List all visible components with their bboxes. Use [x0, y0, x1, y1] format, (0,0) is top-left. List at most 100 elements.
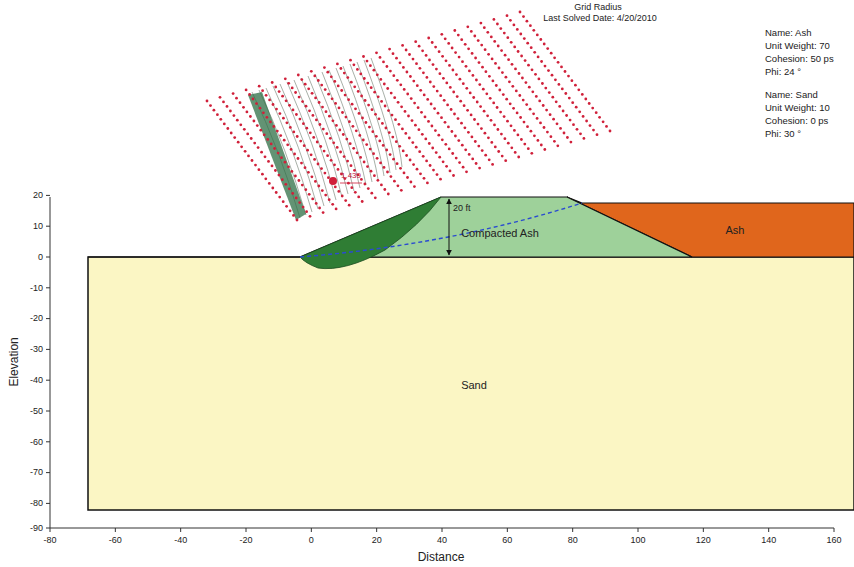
grid-dot	[473, 35, 476, 38]
grid-dot	[233, 114, 236, 117]
x-tick-label: -40	[174, 535, 187, 545]
grid-dot	[462, 82, 465, 85]
grid-dot	[456, 95, 459, 98]
grid-dot	[356, 151, 359, 154]
grid-dot	[349, 142, 352, 145]
slip-mass	[300, 197, 441, 269]
grid-dot	[513, 24, 516, 27]
grid-dot	[452, 91, 455, 94]
grid-dot	[284, 183, 287, 186]
factor-of-safety: 1.439	[341, 171, 361, 180]
grid-dot	[391, 114, 394, 117]
phreatic-line	[300, 203, 582, 257]
grid-dot	[411, 119, 414, 122]
grid-dot	[487, 53, 490, 56]
grid-dot	[283, 139, 286, 142]
grid-dot	[515, 90, 518, 93]
grid-dot	[380, 100, 383, 103]
grid-dot	[492, 102, 495, 105]
material-property: Unit Weight: 10	[765, 103, 830, 114]
grid-dot	[295, 197, 298, 200]
grid-dot	[364, 183, 367, 186]
grid-dot	[475, 79, 478, 82]
grid-dot	[404, 110, 407, 113]
x-tick-label: 60	[502, 535, 512, 545]
grid-dot	[477, 39, 480, 42]
material-property: Name: Ash	[765, 28, 811, 39]
grid-dot	[255, 102, 258, 105]
grid-dot	[388, 48, 391, 51]
grid-dot	[301, 100, 304, 103]
grid-dot	[582, 115, 585, 118]
grid-dot	[383, 83, 386, 86]
grid-dot	[518, 94, 521, 97]
grid-dot	[439, 94, 442, 97]
grid-dot	[410, 97, 413, 100]
grid-dot	[383, 166, 386, 169]
grid-dot	[488, 75, 491, 78]
grid-dot	[477, 123, 480, 126]
grid-dot	[557, 61, 560, 64]
grid-dot	[530, 130, 533, 133]
grid-dot	[530, 46, 533, 49]
grid-dot	[377, 95, 380, 98]
grid-dot	[244, 150, 247, 153]
grid-dot	[525, 81, 528, 84]
material-property: Name: Sand	[765, 90, 818, 101]
grid-dot	[274, 86, 277, 89]
grid-dot	[297, 74, 300, 77]
grid-dot	[338, 129, 341, 132]
grid-dot	[365, 121, 368, 124]
grid-dot	[350, 164, 353, 167]
grid-dot	[419, 67, 422, 70]
grid-dot	[570, 141, 573, 144]
grid-dot	[304, 188, 307, 191]
grid-dot	[312, 136, 315, 139]
grid-dot	[366, 165, 369, 168]
grid-dot	[553, 140, 556, 143]
grid-dot	[390, 92, 393, 95]
grid-dot	[384, 105, 387, 108]
grid-dot	[592, 129, 595, 132]
grid-dot	[370, 86, 373, 89]
grid-dot	[363, 161, 366, 164]
grid-dot	[556, 122, 559, 125]
grid-dot	[488, 158, 491, 161]
grid-dot	[337, 85, 340, 88]
tick	[246, 528, 247, 532]
grid-dot	[526, 42, 529, 45]
grid-dot	[408, 53, 411, 56]
grid-dot	[303, 144, 306, 147]
grid-dot	[288, 104, 291, 107]
grid-dot	[373, 69, 376, 72]
grid-dot	[546, 47, 549, 50]
grid-dot	[484, 132, 487, 135]
material-property: Phi: 24 °	[765, 67, 801, 78]
y-tick-label: -20	[30, 313, 43, 323]
grid-dot	[268, 99, 271, 102]
axis-title: Elevation	[8, 337, 22, 386]
grid-dot	[478, 61, 481, 64]
grid-dot	[388, 131, 391, 134]
grid-dot	[285, 99, 288, 102]
grid-dot	[484, 48, 487, 51]
grid-dot	[455, 73, 458, 76]
grid-dot	[514, 68, 517, 71]
grid-dot	[537, 139, 540, 142]
grid-dot	[545, 109, 548, 112]
y-tick-label: -40	[30, 375, 43, 385]
grid-dot	[380, 184, 383, 187]
grid-dot	[405, 49, 408, 52]
grid-dot	[334, 186, 337, 189]
grid-dot	[539, 122, 542, 125]
grid-dot	[511, 63, 514, 66]
grid-dot	[442, 160, 445, 163]
grid-dot	[430, 103, 433, 106]
grid-dot	[382, 144, 385, 147]
grid-dot	[445, 165, 448, 168]
grid-dot	[444, 37, 447, 40]
grid-dot	[550, 52, 553, 55]
grid-dot	[465, 170, 468, 173]
tick	[311, 528, 312, 532]
grid-dot	[345, 138, 348, 141]
